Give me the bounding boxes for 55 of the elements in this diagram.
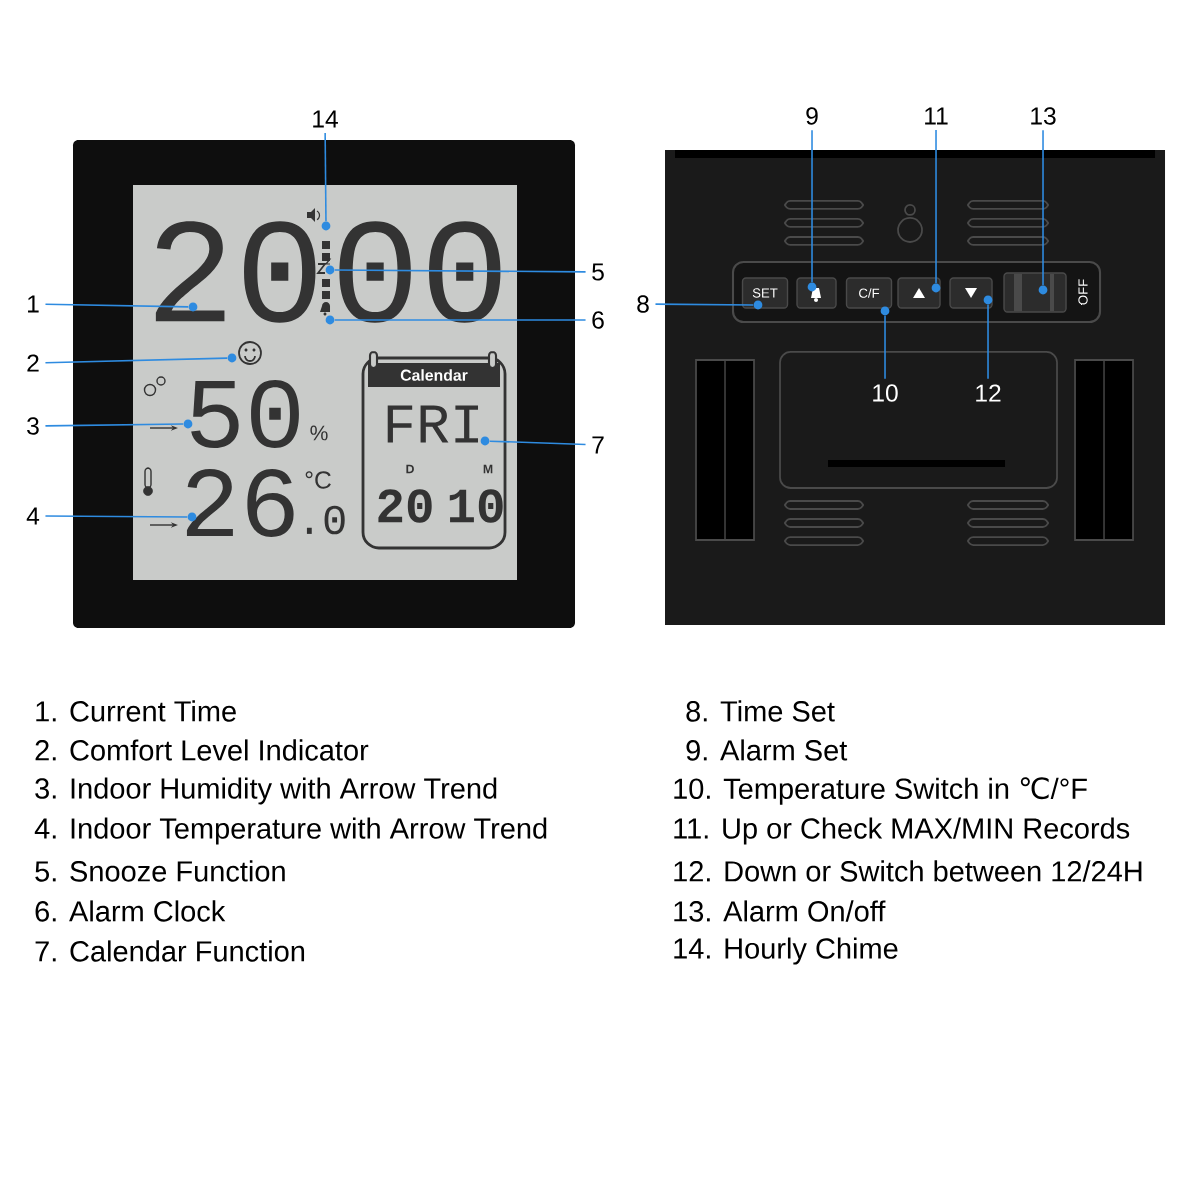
weekday-text: FRI [387,405,478,443]
callout-number: 12 [976,384,1001,402]
lcd-digits: 26 [186,469,294,537]
leader-line [324,132,327,223]
unit-sign: % [310,425,328,441]
leader-line [488,440,587,446]
leader-line [935,129,937,285]
callout-number: 3 [27,417,39,435]
lcd-digits: 20 [155,221,316,323]
callout-number: 10 [873,384,898,402]
feature-list-item: 6. Alarm Clock [35,900,226,922]
callout-number: 1 [28,295,39,313]
callout-number: 9 [806,107,818,125]
lcd-digits: 20 [378,489,432,523]
feature-list-item: 1. Current Time [36,700,236,722]
calendar-heading: Calendar [400,369,468,381]
leader-line [811,129,813,284]
callout-number: 4 [26,507,40,525]
feature-list-item: 5. Snooze Function [35,860,285,882]
callout-number: 13 [1031,107,1056,125]
leader-line [884,314,886,380]
set-button: SET [741,277,789,309]
feature-list-item: 14. Hourly Chime [674,937,898,965]
leader-line [44,357,229,364]
feature-list-item: 4. Indoor Temperature with Arrow Trend [34,817,547,845]
leader-line [44,515,189,518]
leader-line [1042,129,1044,287]
unit-sign: °C [305,471,331,489]
feature-list-item: 2. Comfort Level Indicator [35,739,369,761]
leader-line [654,303,755,306]
callout-number: 2 [27,354,39,372]
leader-line [44,303,190,308]
feature-list-item: 13. Alarm On/off [674,900,886,922]
callout-number: 8 [637,295,649,313]
switch-label: OFF [1078,279,1088,305]
feature-list-item: 3. Indoor Humidity with Arrow Trend [35,777,497,805]
feature-list-item: 11. Up or Check MAX/MIN Records [674,817,1130,845]
feature-list-item: 8. Time Set [686,700,835,722]
lcd-text: M [483,464,493,474]
temperature-unit-button: C/F [845,277,893,309]
feature-list-item: 12. Down or Switch between 12/24H [674,860,1142,882]
leader-line [44,423,185,427]
callout-number: 14 [313,110,338,128]
feature-list-item: 9. Alarm Set [686,739,848,761]
feature-list-item: 7. Calendar Function [35,940,305,962]
callout-number: 7 [592,436,604,454]
feature-list-item: 10. Temperature Switch in ℃/°F [674,777,1087,805]
leader-line [987,303,989,380]
lcd-digits: 50 [191,380,299,448]
callout-number: 5 [592,263,604,281]
callout-number: 6 [592,311,604,329]
lcd-digits: 10 [449,489,503,523]
callout-number: 11 [925,107,948,125]
lcd-digits: .0 [306,505,345,535]
lcd-text: D [406,464,414,474]
